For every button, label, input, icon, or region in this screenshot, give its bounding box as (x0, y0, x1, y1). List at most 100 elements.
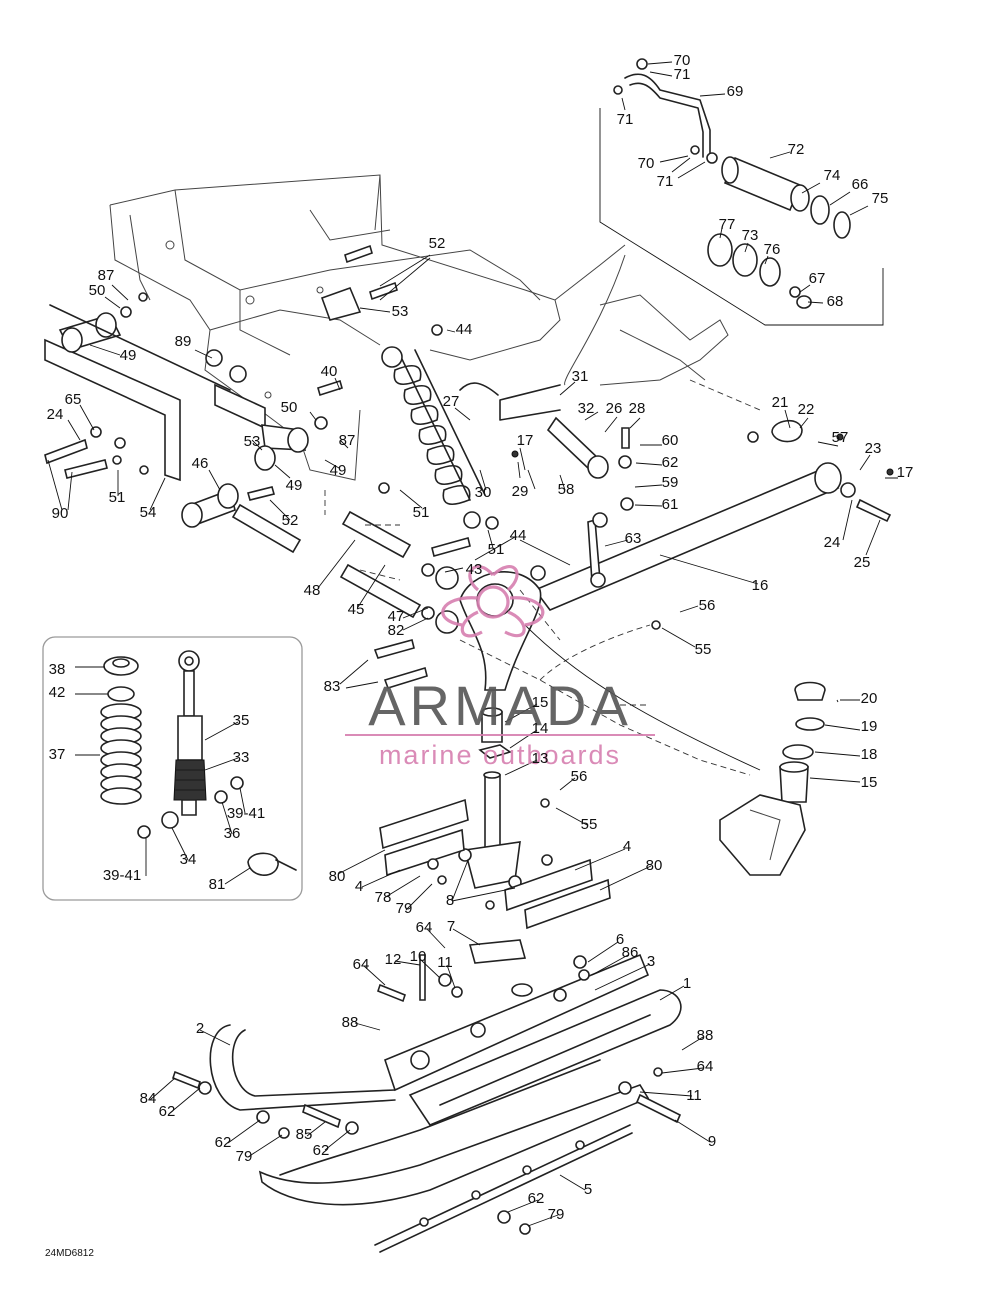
part-label-89-21: 89 (175, 333, 192, 350)
part-label-31-23: 31 (572, 368, 589, 385)
part-label-28-29: 28 (629, 400, 646, 417)
part-label-70-0: 70 (674, 52, 691, 69)
part-label-70-5: 70 (638, 155, 655, 172)
right-frame (564, 254, 761, 411)
part-label-80-78: 80 (646, 857, 663, 874)
part-label-4-77: 4 (623, 838, 631, 855)
part-label-44-54: 44 (510, 527, 527, 544)
part-label-62-104: 62 (313, 1142, 330, 1159)
part-label-71-1: 71 (674, 66, 691, 83)
part-label-67-13: 67 (809, 270, 826, 287)
part-label-5-106: 5 (584, 1181, 592, 1198)
part-label-62-100: 62 (159, 1103, 176, 1120)
part-label-3-88: 3 (647, 953, 655, 970)
watermark-brand: ARMADA (368, 674, 632, 737)
part-label-57-35: 57 (832, 429, 849, 446)
part-label-72-4: 72 (788, 141, 805, 158)
part-label-22-31: 22 (798, 401, 815, 418)
part-label-55-76: 55 (581, 816, 598, 833)
part-label-43-59: 43 (466, 561, 483, 578)
part-label-9-101: 9 (708, 1133, 716, 1150)
part-label-7-85: 7 (447, 918, 455, 935)
part-label-23-37: 23 (865, 440, 882, 457)
watermark: ARMADA marine outboards (345, 565, 655, 770)
inset-part-label-37-3: 37 (49, 746, 66, 763)
part-label-55-66: 55 (695, 641, 712, 658)
shock-detail-frame (42, 636, 303, 901)
part-label-61-49: 61 (662, 496, 679, 513)
inset-part-label-42-1: 42 (49, 684, 66, 701)
damper-detail (613, 58, 851, 309)
part-label-79-105: 79 (236, 1148, 253, 1165)
part-label-63-55: 63 (625, 530, 642, 547)
part-label-65-24: 65 (65, 391, 82, 408)
spindle (379, 707, 611, 930)
part-label-13-73: 13 (532, 750, 549, 767)
part-label-53-18: 53 (392, 303, 409, 320)
part-label-87-34: 87 (339, 432, 356, 449)
part-label-71-3: 71 (617, 111, 634, 128)
part-label-51-57: 51 (488, 541, 505, 558)
inset-part-label-35-2: 35 (233, 712, 250, 729)
part-label-90-50: 90 (52, 505, 69, 522)
part-label-62-103: 62 (215, 1134, 232, 1151)
part-label-6-86: 6 (616, 931, 624, 948)
part-label-10-91: 10 (410, 948, 427, 965)
part-label-71-6: 71 (657, 173, 674, 190)
part-label-56-63: 56 (699, 597, 716, 614)
part-label-19-70: 19 (861, 718, 878, 735)
bushing-detail (719, 681, 826, 876)
part-label-45-62: 45 (348, 601, 365, 618)
left-fasteners (90, 244, 443, 501)
drawing-code: 24MD6812 (45, 1248, 94, 1259)
inset-part-label-36-6: 36 (224, 825, 241, 842)
inset-part-label-38-0: 38 (49, 661, 66, 678)
part-label-68-14: 68 (827, 293, 844, 310)
part-label-4-80: 4 (355, 878, 363, 895)
part-label-83-67: 83 (324, 678, 341, 695)
shock-detail (100, 650, 297, 876)
part-label-88-96: 88 (697, 1027, 714, 1044)
part-label-11-98: 11 (686, 1087, 702, 1104)
part-label-11-92: 11 (437, 954, 453, 971)
part-label-50-17: 50 (89, 282, 106, 299)
part-label-40-22: 40 (321, 363, 338, 380)
part-label-74-7: 74 (824, 167, 841, 184)
part-label-2-95: 2 (196, 1020, 204, 1037)
part-label-62-41: 62 (662, 454, 679, 471)
part-label-73-11: 73 (742, 227, 759, 244)
part-label-58-46: 58 (558, 481, 575, 498)
part-label-44-19: 44 (456, 321, 473, 338)
part-label-24-32: 24 (47, 406, 64, 423)
part-label-64-89: 64 (353, 956, 370, 973)
part-label-51-52: 51 (413, 504, 430, 521)
part-label-14-71: 14 (532, 720, 549, 737)
watermark-flower-logo (441, 565, 545, 638)
part-label-76-12: 76 (764, 241, 781, 258)
part-label-86-87: 86 (622, 944, 639, 961)
part-label-48-61: 48 (304, 582, 321, 599)
damper-detail-frame (599, 108, 884, 326)
part-label-64-97: 64 (697, 1058, 714, 1075)
part-label-60-36: 60 (662, 432, 679, 449)
part-label-64-84: 64 (416, 919, 433, 936)
part-label-50-26: 50 (281, 399, 298, 416)
part-label-52-53: 52 (282, 512, 299, 529)
part-label-62-107: 62 (528, 1190, 545, 1207)
part-label-21-30: 21 (772, 394, 789, 411)
part-label-32-27: 32 (578, 400, 595, 417)
ski-assembly (172, 939, 682, 1253)
part-label-1-93: 1 (683, 975, 691, 992)
inset-part-label-81-9: 81 (209, 876, 226, 893)
part-label-25-58: 25 (854, 554, 871, 571)
part-label-20-68: 20 (861, 690, 878, 707)
part-label-78-81: 78 (375, 889, 392, 906)
part-label-75-9: 75 (872, 190, 889, 207)
part-label-51-48: 51 (109, 489, 126, 506)
part-label-84-99: 84 (140, 1090, 157, 1107)
part-label-46-40: 46 (192, 455, 209, 472)
part-label-49-20: 49 (120, 347, 137, 364)
part-label-82-65: 82 (388, 622, 405, 639)
